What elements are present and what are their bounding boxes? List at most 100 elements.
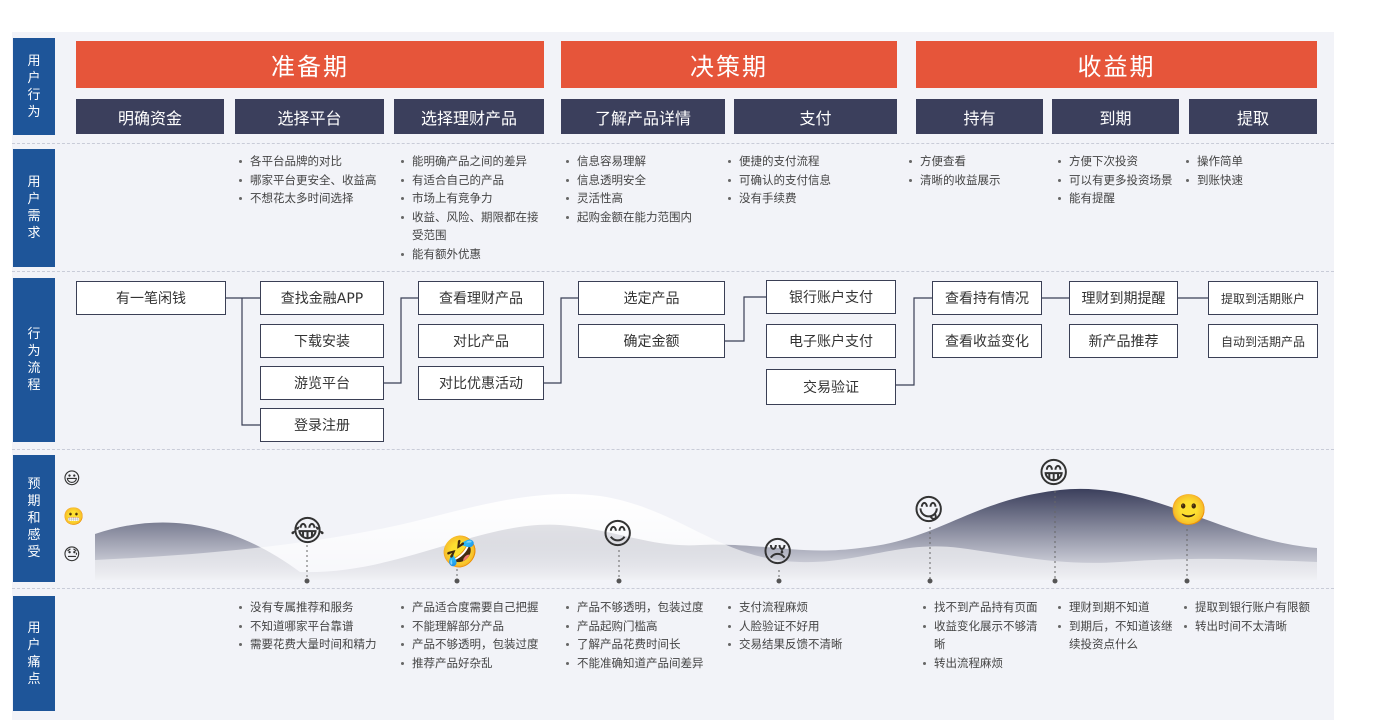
list-item: 信息容易理解 (563, 152, 728, 171)
row-label-needs-text: 用户需求 (27, 175, 41, 241)
band-flow (12, 271, 1334, 450)
feeling-tears-of-joy-icon: 😂 (290, 514, 326, 549)
list-item: 起购金额在能力范围内 (563, 208, 728, 227)
stage-maturity: 到期 (1052, 99, 1179, 134)
feeling-crying-icon: 😢 (762, 535, 794, 570)
flow-withdraw-demand-account: 提取到活期账户 (1208, 281, 1318, 315)
pains-payment: 支付流程麻烦 人脸验证不好用 交易结果反馈不清晰 (725, 598, 885, 654)
list-item: 哪家平台更安全、收益高 (236, 171, 386, 190)
list-item: 不能理解部分产品 (398, 617, 553, 636)
flow-view-products: 查看理财产品 (418, 281, 544, 315)
list-item: 产品适合度需要自己把握 (398, 598, 553, 617)
needs-maturity: 方便下次投资 可以有更多投资场景 能有提醒 (1055, 152, 1190, 208)
list-item: 转出时间不太清晰 (1181, 617, 1317, 636)
flow-browse-platform: 游览平台 (260, 366, 384, 400)
flow-new-product-recommend: 新产品推荐 (1069, 324, 1178, 358)
pains-holding: 找不到产品持有页面 收益变化展示不够清晰 转出流程麻烦 (920, 598, 1048, 672)
stage-payment: 支付 (734, 99, 897, 134)
list-item: 产品不够透明，包装过度 (563, 598, 723, 617)
row-label-pains: 用户痛点 (13, 596, 55, 711)
pains-platform: 没有专属推荐和服务 不知道哪家平台靠谱 需要花费大量时间和精力 (236, 598, 391, 654)
list-item: 能明确产品之间的差异 (398, 152, 548, 171)
phase-prepare: 准备期 (76, 41, 544, 88)
row-label-needs: 用户需求 (13, 149, 55, 267)
feeling-rofl-icon: 🤣 (441, 535, 479, 570)
flow-select-product: 选定产品 (578, 281, 725, 315)
list-item: 了解产品花费时间长 (563, 635, 723, 654)
list-item: 没有专属推荐和服务 (236, 598, 391, 617)
needs-withdraw: 操作简单 到账快速 (1183, 152, 1313, 189)
list-item: 信息透明安全 (563, 171, 728, 190)
list-item: 产品起购门槛高 (563, 617, 723, 636)
list-item: 到账快速 (1183, 171, 1313, 190)
feeling-level-high-icon: 😃 (63, 469, 81, 489)
pains-withdraw: 提取到银行账户有限额 转出时间不太清晰 (1181, 598, 1317, 635)
flow-transaction-verify: 交易验证 (766, 369, 896, 405)
list-item: 收益、风险、期限都在接受范围 (398, 208, 548, 245)
feeling-yum-icon: 😋 (913, 493, 945, 528)
feeling-level-mid-icon: 😬 (63, 507, 85, 527)
list-item: 能有提醒 (1055, 189, 1190, 208)
list-item: 理财到期不知道 (1055, 598, 1183, 617)
list-item: 产品不够透明，包装过度 (398, 635, 553, 654)
list-item: 收益变化展示不够清晰 (920, 617, 1048, 654)
list-item: 便捷的支付流程 (725, 152, 890, 171)
band-feelings (12, 449, 1334, 589)
pains-maturity: 理财到期不知道 到期后，不知道该继续投资点什么 (1055, 598, 1183, 654)
flow-view-holdings: 查看持有情况 (932, 281, 1042, 315)
list-item: 不想花太多时间选择 (236, 189, 386, 208)
band-behavior (12, 32, 1334, 144)
phase-decide: 决策期 (561, 41, 897, 88)
list-item: 市场上有竞争力 (398, 189, 548, 208)
pains-product: 产品适合度需要自己把握 不能理解部分产品 产品不够透明，包装过度 推荐产品好杂乱 (398, 598, 553, 672)
feeling-level-low-icon: 😓 (63, 545, 81, 565)
list-item: 需要花费大量时间和精力 (236, 635, 391, 654)
flow-confirm-amount: 确定金额 (578, 324, 725, 358)
list-item: 各平台品牌的对比 (236, 152, 386, 171)
stage-choose-product: 选择理财产品 (394, 99, 544, 134)
list-item: 方便查看 (906, 152, 1041, 171)
stage-holding: 持有 (916, 99, 1043, 134)
flow-compare-promotions: 对比优惠活动 (418, 366, 544, 400)
list-item: 清晰的收益展示 (906, 171, 1041, 190)
list-item: 可确认的支付信息 (725, 171, 890, 190)
list-item: 操作简单 (1183, 152, 1313, 171)
stage-product-details: 了解产品详情 (561, 99, 725, 134)
stage-choose-platform: 选择平台 (235, 99, 384, 134)
list-item: 提取到银行账户有限额 (1181, 598, 1317, 617)
row-label-feelings-text: 预期和感受 (27, 477, 41, 560)
row-label-flow-text: 行为流程 (27, 327, 41, 393)
flow-auto-demand-product: 自动到活期产品 (1208, 324, 1318, 358)
feeling-grin-icon: 😁 (1038, 456, 1070, 491)
stage-clarify-funds: 明确资金 (76, 99, 224, 134)
list-item: 交易结果反馈不清晰 (725, 635, 885, 654)
flow-view-earnings: 查看收益变化 (932, 324, 1042, 358)
row-label-pains-text: 用户痛点 (27, 620, 41, 687)
list-item: 不能准确知道产品间差异 (563, 654, 723, 673)
list-item: 转出流程麻烦 (920, 654, 1048, 673)
list-item: 能有额外优惠 (398, 245, 548, 264)
flow-start-idle-money: 有一笔闲钱 (76, 281, 226, 315)
list-item: 方便下次投资 (1055, 152, 1190, 171)
flow-maturity-reminder: 理财到期提醒 (1069, 281, 1178, 315)
flow-e-account-pay: 电子账户支付 (766, 324, 896, 358)
stage-withdraw: 提取 (1189, 99, 1317, 134)
flow-find-app: 查找金融APP (260, 281, 384, 315)
feeling-smiling-icon: 😊 (602, 517, 634, 552)
row-label-behavior-text: 用户行为 (27, 53, 41, 120)
needs-details: 信息容易理解 信息透明安全 灵活性高 起购金额在能力范围内 (563, 152, 728, 226)
list-item: 到期后，不知道该继续投资点什么 (1055, 617, 1183, 654)
phase-profit: 收益期 (916, 41, 1317, 88)
needs-holding: 方便查看 清晰的收益展示 (906, 152, 1041, 189)
list-item: 可以有更多投资场景 (1055, 171, 1190, 190)
list-item: 人脸验证不好用 (725, 617, 885, 636)
list-item: 支付流程麻烦 (725, 598, 885, 617)
band-needs (12, 143, 1334, 272)
flow-bank-pay: 银行账户支付 (766, 280, 896, 314)
needs-platform: 各平台品牌的对比 哪家平台更安全、收益高 不想花太多时间选择 (236, 152, 386, 208)
list-item: 没有手续费 (725, 189, 890, 208)
flow-compare-products: 对比产品 (418, 324, 544, 358)
pains-details: 产品不够透明，包装过度 产品起购门槛高 了解产品花费时间长 不能准确知道产品间差… (563, 598, 723, 672)
